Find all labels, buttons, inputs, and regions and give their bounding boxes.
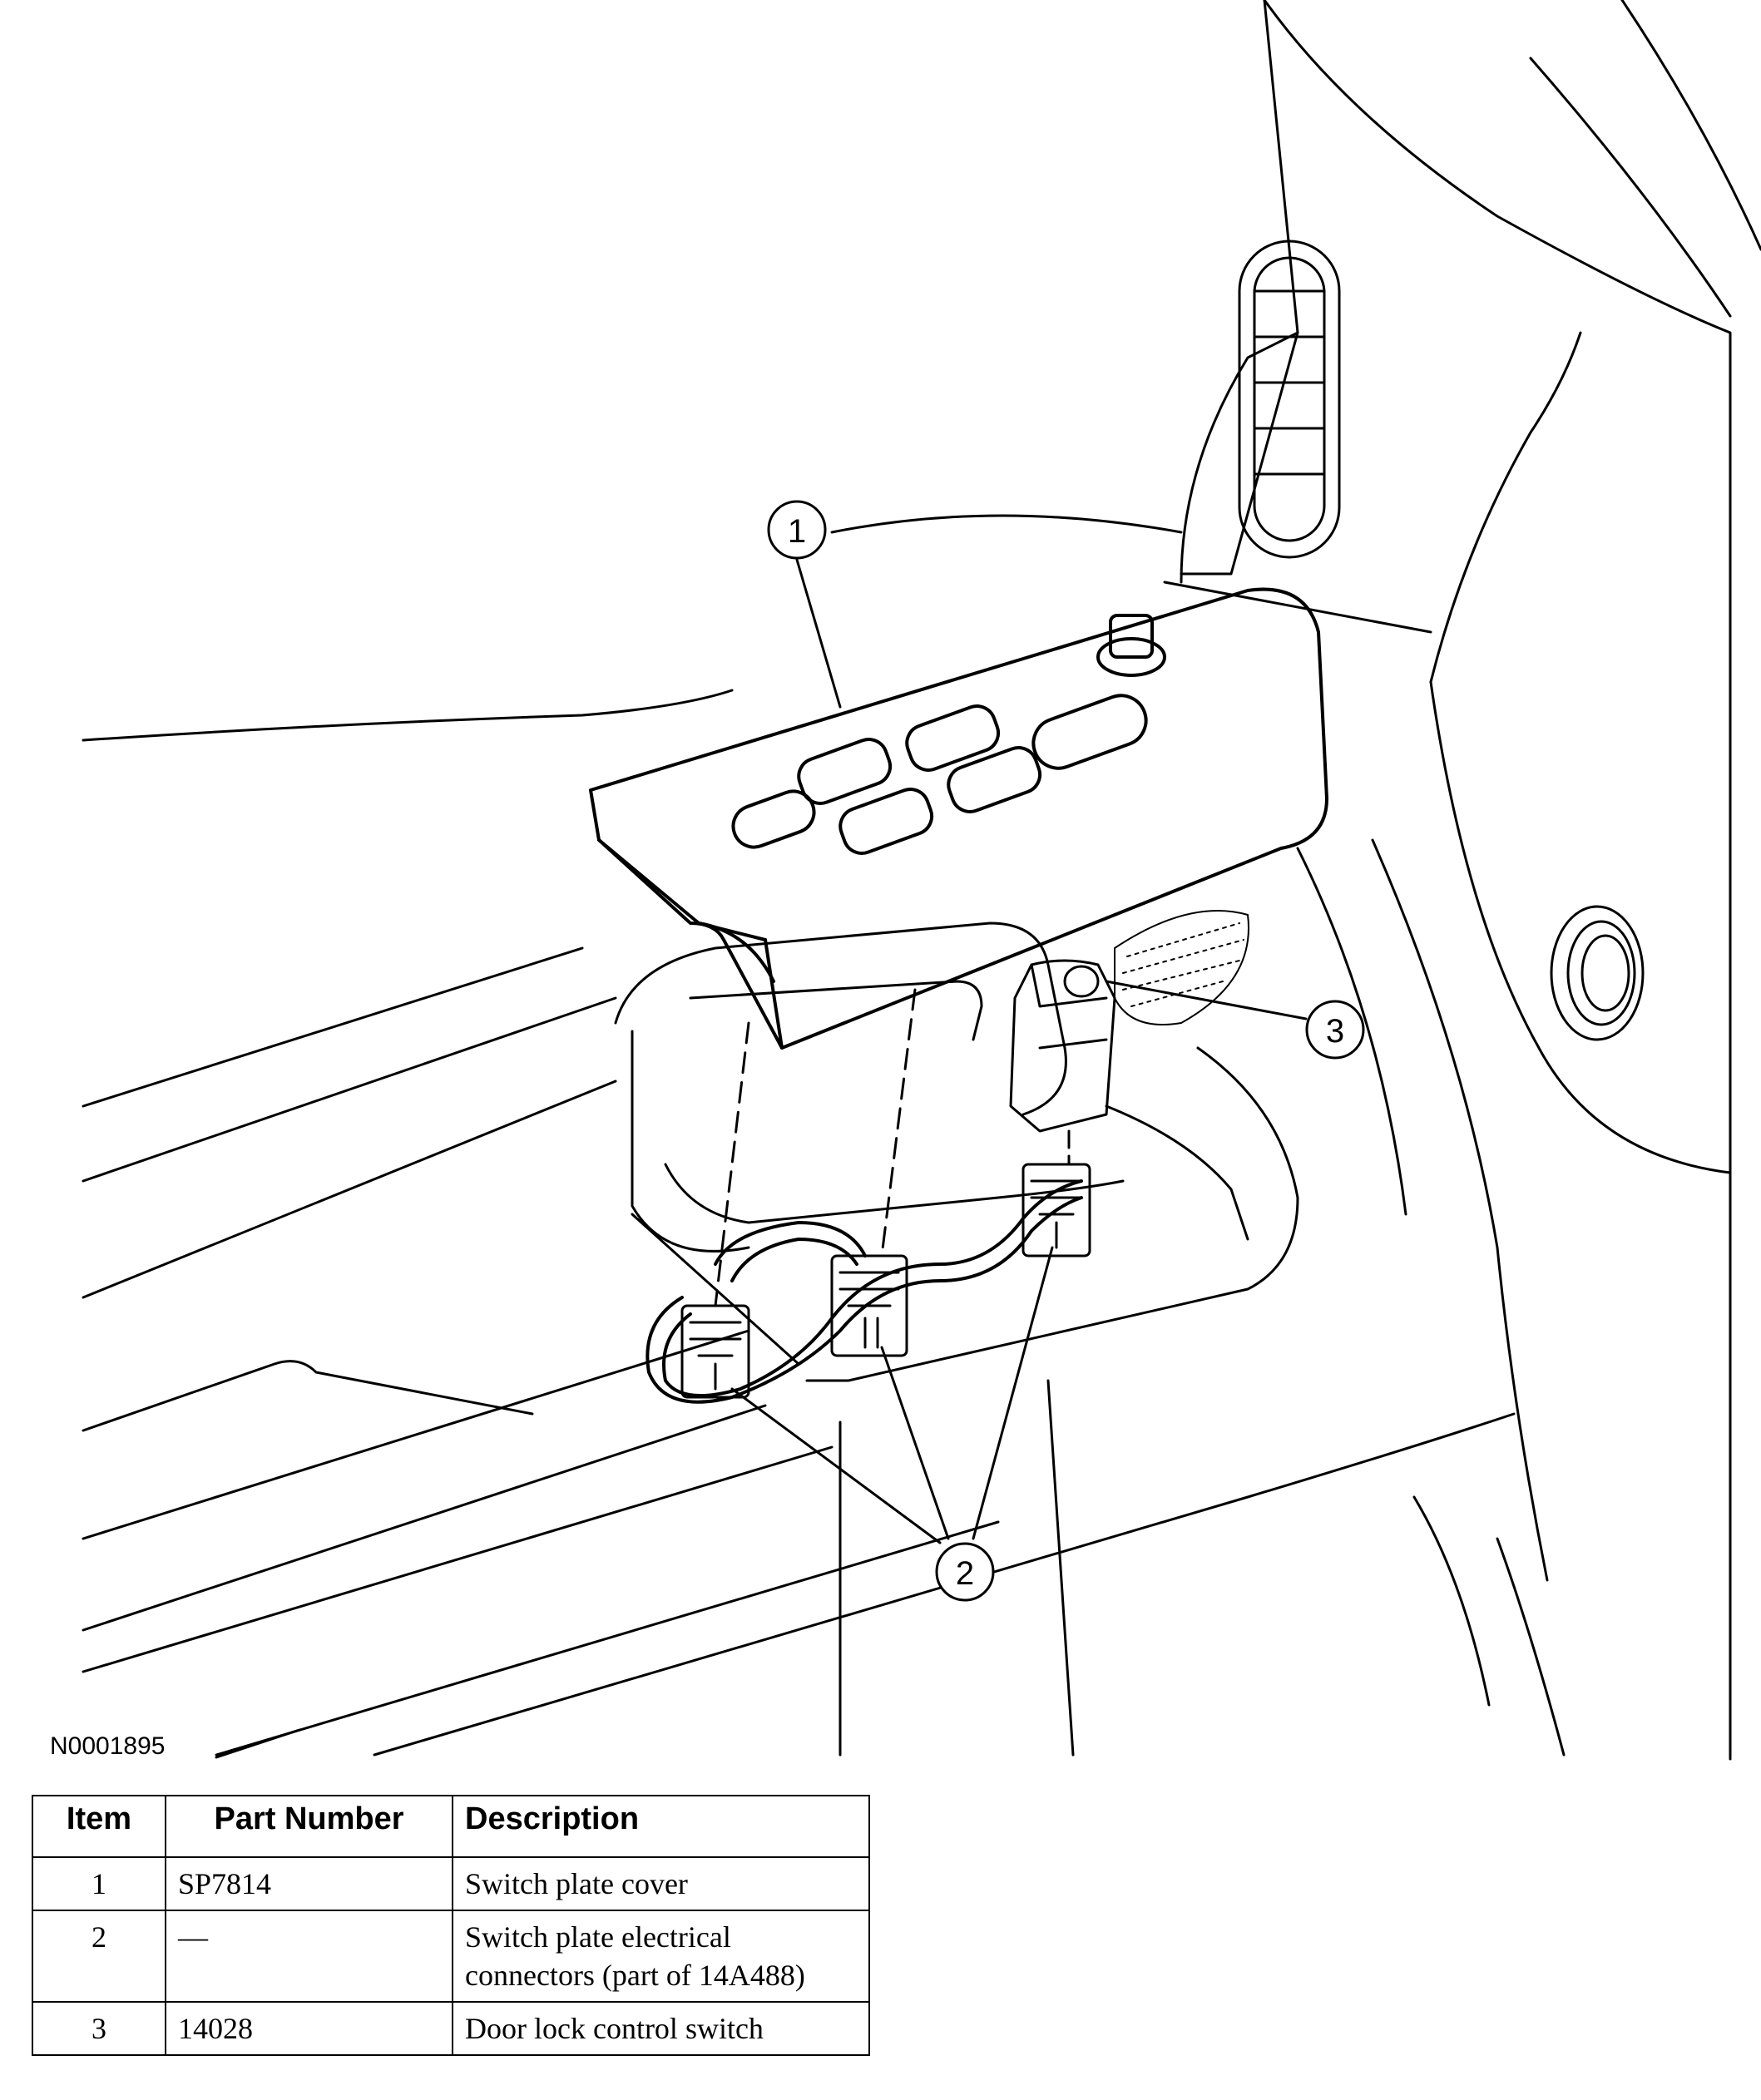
switch-plate-cover [589,587,1328,1050]
cell-description: Door lock control switch [452,2001,870,2056]
table-row: 3 14028 Door lock control switch [32,2001,870,2056]
callout-label-2: 2 [956,1555,974,1592]
figure-id: N0001895 [50,1732,166,1760]
table-header-row: Item Part Number Description [32,1795,870,1858]
cell-description: Switch plate electrical connectors (part… [452,1910,870,2003]
door-panel-illustration: 1 3 2 [82,0,1761,1761]
parts-table: Item Part Number Description 1 SP7814 Sw… [32,1795,870,2056]
cell-description: Switch plate cover [452,1856,870,1911]
connector-middle [830,1254,908,1357]
cell-item: 1 [32,1856,166,1911]
dashed-connection-lines [714,988,917,1307]
callout-circle-1 [767,500,827,560]
speaker-grille [1114,910,1249,1025]
table-row: 1 SP7814 Switch plate cover [32,1856,870,1911]
header-description: Description [452,1795,870,1858]
table-row: 2 — Switch plate electrical connectors (… [32,1910,870,2003]
callout-circle-2 [935,1542,995,1602]
door-frame-lines [82,0,1761,1761]
vent-grille [1238,240,1341,559]
cell-part-number: SP7814 [165,1856,453,1911]
cell-item: 2 [32,1910,166,2003]
callout-label-1: 1 [788,513,806,550]
callout-circle-3 [1305,1000,1365,1060]
cell-part-number: 14028 [165,2001,453,2056]
cell-item: 3 [32,2001,166,2056]
leader-lines [730,558,1308,1544]
door-lock-switch [1009,959,1116,1166]
armrest-recess [614,922,1299,1382]
door-lock-knob [1550,905,1645,1041]
cell-part-number: — [165,1910,453,2003]
callout-label-3: 3 [1326,1013,1344,1050]
header-item: Item [32,1795,166,1858]
wiring-harness [646,1179,1083,1404]
connector-right [1021,1163,1091,1258]
header-part-number: Part Number [165,1795,453,1858]
connector-left [680,1304,750,1399]
